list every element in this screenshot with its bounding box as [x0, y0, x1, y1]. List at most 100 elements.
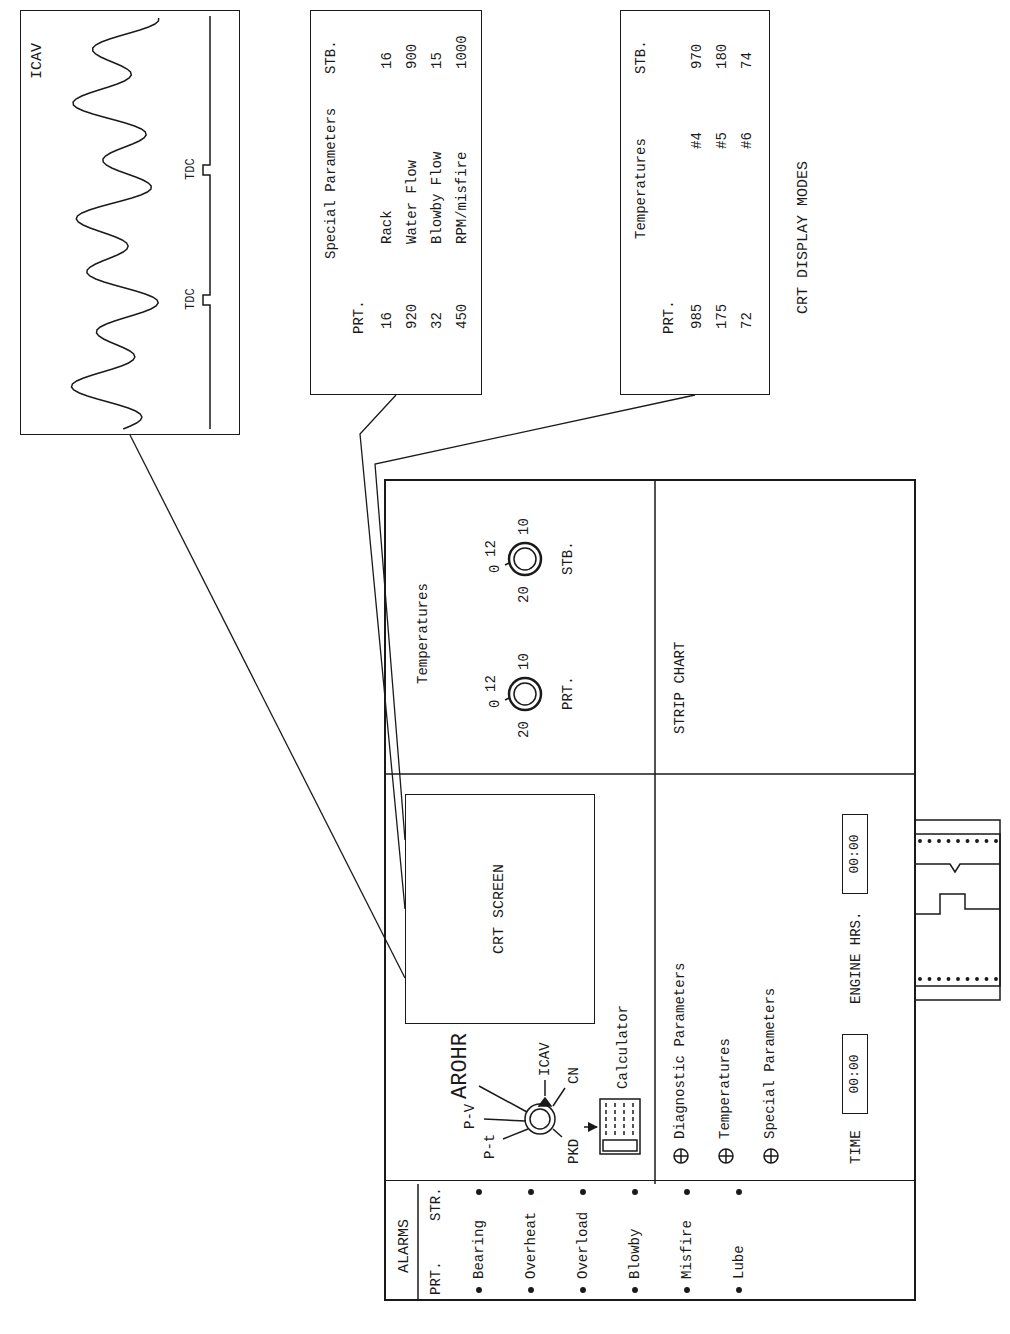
tdc-marker-trace	[203, 16, 210, 429]
selector-knob	[525, 1104, 555, 1134]
alarm-lamp	[633, 1288, 637, 1292]
perforation	[947, 978, 949, 980]
node-text: 900	[404, 44, 421, 69]
node-text: STB.	[323, 40, 340, 74]
calculator-display	[603, 1140, 637, 1151]
dial-tick	[505, 563, 509, 565]
panel-label: ICAV	[537, 1042, 554, 1076]
node-text: CRT SCREEN	[491, 864, 509, 954]
keypad-key	[614, 1117, 616, 1121]
panel-label: ENGINE HRS.	[848, 912, 865, 1004]
selector-dial	[509, 543, 541, 575]
perforation	[995, 840, 997, 842]
alarm-lamp	[737, 1190, 741, 1194]
knob-pointer	[539, 1098, 551, 1106]
node-text: TDC	[184, 288, 198, 310]
node-text: Blowby	[627, 1229, 644, 1279]
console-outline	[385, 480, 915, 1300]
node-text: 16	[379, 312, 396, 329]
selector-dial	[509, 678, 541, 710]
leader-line	[484, 1119, 526, 1121]
node-text: 180	[714, 44, 731, 69]
push-button	[674, 1149, 688, 1163]
alarm-lamp	[477, 1288, 481, 1292]
node-text: 16	[379, 52, 396, 69]
keypad-key	[632, 1103, 634, 1107]
perforation	[957, 978, 959, 980]
display-mode-box: ICAVTDCTDC	[20, 10, 240, 435]
keypad-key	[605, 1131, 607, 1135]
leader-line	[479, 1086, 527, 1112]
strip-chart	[915, 820, 1000, 1000]
node-text: PRT.	[428, 1261, 445, 1295]
node-text: 920	[404, 304, 421, 329]
node-text: ICAV	[29, 43, 47, 79]
panel-label: Diagnostic Parameters	[672, 963, 689, 1139]
panel-label: PRT.	[560, 676, 577, 710]
alarm-lamps	[477, 1190, 741, 1292]
node-text: 450	[454, 304, 471, 329]
keypad-key	[623, 1103, 625, 1107]
node-text: PRT.	[351, 300, 368, 334]
node-text: Lube	[731, 1245, 748, 1279]
leader-line	[503, 1129, 528, 1139]
node-text: Special Parameters	[323, 108, 340, 259]
node-text: #5	[714, 132, 731, 149]
section-divider	[385, 773, 915, 775]
node-text: Blowby Flow	[429, 152, 446, 244]
perforation	[976, 978, 978, 980]
node-text: 970	[689, 44, 706, 69]
alarm-lamp	[477, 1190, 481, 1194]
node-text: Bearing	[471, 1220, 488, 1279]
keypad-key	[632, 1124, 634, 1128]
keypad-key	[614, 1131, 616, 1135]
pointer-arrow	[584, 1126, 597, 1128]
leader-line	[553, 1088, 565, 1106]
perforation	[928, 978, 930, 980]
counter-display: 00:00	[842, 1034, 868, 1114]
alarm-lamp	[685, 1288, 689, 1292]
node-text: 985	[689, 304, 706, 329]
node-text: #6	[739, 132, 756, 149]
panel-label: 0	[487, 565, 504, 573]
keypad-key	[632, 1131, 634, 1135]
panel-label: 12	[483, 675, 500, 692]
chart-paper	[915, 834, 1000, 986]
perforation	[947, 840, 949, 842]
panel-label: STB.	[560, 541, 577, 575]
paper-perforations	[919, 840, 997, 980]
calculator-keypad	[600, 1099, 640, 1154]
keypad-key	[605, 1110, 607, 1114]
node-text: ALARMS	[396, 1219, 414, 1273]
alarm-lamp	[529, 1288, 533, 1292]
perforation	[928, 840, 930, 842]
leader-line	[360, 395, 405, 909]
panel-label: 10	[516, 518, 533, 535]
push-button	[764, 1149, 778, 1163]
perforation	[919, 978, 921, 980]
panel-label: PKD	[566, 1139, 583, 1164]
panel-label: 20	[516, 721, 533, 738]
display-mode-box: TemperaturesSTB.PRT.985#4970175#518072#6…	[620, 10, 770, 395]
node-text: 15	[429, 52, 446, 69]
node-text: RPM/misfire	[454, 152, 471, 244]
panel-label: Temperatures	[415, 583, 432, 684]
perforation	[985, 978, 987, 980]
alarm-lamp	[685, 1190, 689, 1194]
panel-label: STRIP CHART	[672, 642, 689, 734]
node-text: Water Flow	[404, 160, 421, 244]
panel-label: 20	[516, 586, 533, 603]
node-text: PRT.	[661, 300, 678, 334]
alarm-lamp	[633, 1190, 637, 1194]
panel-label: Temperatures	[717, 1038, 734, 1139]
keypad-key	[614, 1103, 616, 1107]
leader-line	[544, 1080, 546, 1096]
alarm-panel: ALARMSPRT.STR.BearingOverheatOverloadBlo…	[385, 1180, 915, 1300]
push-button	[674, 1149, 688, 1163]
keypad-key	[605, 1124, 607, 1128]
display-mode-box: Special ParametersSTB.PRT.16Rack16920Wat…	[310, 10, 482, 395]
perforation	[976, 840, 978, 842]
counter-display: 00:00	[842, 814, 868, 894]
node-text: 00:00	[847, 1055, 863, 1094]
panel-label: 0	[487, 700, 504, 708]
